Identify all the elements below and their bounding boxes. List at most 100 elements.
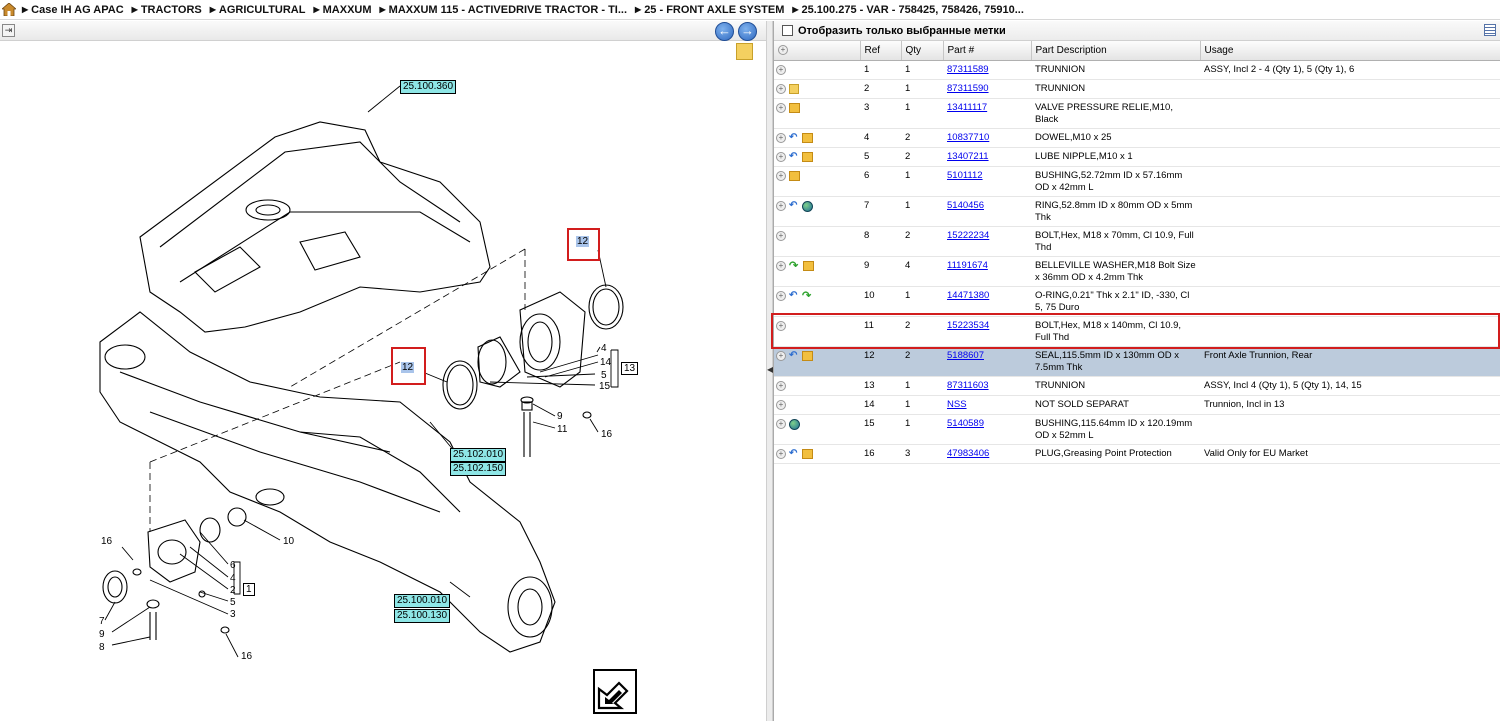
package-icon[interactable]: [803, 260, 814, 271]
callout-number[interactable]: 10: [283, 536, 295, 547]
diagram-link-label[interactable]: 25.102.150: [450, 462, 507, 476]
replacement-arrow-icon[interactable]: ↶: [789, 150, 798, 162]
expand-icon[interactable]: +: [778, 44, 788, 55]
diagram-link-label[interactable]: 25.100.130: [394, 609, 451, 623]
replacement-arrow-icon[interactable]: ↶: [789, 199, 798, 211]
callout-number[interactable]: 5: [601, 370, 607, 381]
expand-icon[interactable]: +: [776, 260, 786, 271]
callout-number[interactable]: 9: [557, 411, 563, 422]
package-icon[interactable]: [802, 132, 813, 143]
callout-number[interactable]: 3: [230, 609, 236, 620]
replacement-arrow-icon[interactable]: ↶: [789, 131, 798, 143]
replacement-arrow-icon[interactable]: ↶: [789, 447, 798, 459]
breadcrumb-item[interactable]: ▶MAXXUM 115 - ACTIVEDRIVE TRACTOR - TI..…: [379, 3, 628, 16]
home-icon[interactable]: [2, 3, 16, 16]
breadcrumb-item[interactable]: ▶AGRICULTURAL: [209, 3, 306, 16]
part-number-link[interactable]: 13411117: [947, 101, 988, 113]
grid-settings-icon[interactable]: [1484, 24, 1496, 36]
package-icon[interactable]: [789, 170, 800, 181]
callout-number[interactable]: 9: [99, 629, 105, 640]
diagram-link-label[interactable]: 25.100.360: [400, 80, 457, 94]
column-header-qty[interactable]: Qty: [901, 41, 944, 61]
part-number-link[interactable]: 5140589: [947, 417, 984, 429]
expand-icon[interactable]: +: [776, 64, 786, 75]
forward-arrow-icon[interactable]: ↷: [789, 259, 799, 272]
callout-number[interactable]: 1: [243, 583, 255, 596]
part-number-link[interactable]: 10837710: [947, 131, 990, 143]
expand-icon[interactable]: +: [776, 170, 786, 181]
replacement-arrow-icon[interactable]: ↶: [789, 349, 798, 361]
part-number-link[interactable]: 47983406: [947, 447, 990, 459]
callout-number[interactable]: 15: [599, 381, 611, 392]
part-number-link[interactable]: NSS: [947, 398, 967, 410]
part-number-link[interactable]: 13407211: [947, 150, 989, 162]
callout-number[interactable]: 7: [99, 616, 105, 627]
replacement-arrow-icon[interactable]: ↶: [789, 289, 798, 301]
callout-number[interactable]: 11: [557, 424, 568, 435]
expand-icon[interactable]: +: [776, 132, 786, 143]
expand-icon[interactable]: +: [776, 102, 786, 113]
part-number-link[interactable]: 5101112: [947, 169, 983, 181]
breadcrumb-item[interactable]: ▶25.100.275 - VAR - 758425, 758426, 7591…: [792, 3, 1024, 16]
callout-number[interactable]: 13: [621, 362, 639, 375]
breadcrumb-item[interactable]: ▶MAXXUM: [313, 3, 372, 16]
package-icon[interactable]: [789, 102, 800, 113]
expand-icon[interactable]: +: [776, 380, 786, 391]
expand-icon[interactable]: +: [776, 230, 786, 241]
forward-arrow-icon[interactable]: ↷: [802, 289, 812, 302]
expand-icon[interactable]: +: [776, 350, 786, 361]
part-number-link[interactable]: 5188607: [947, 349, 984, 361]
callout-number[interactable]: 5: [230, 597, 236, 608]
expand-icon[interactable]: +: [776, 399, 786, 410]
callout-number[interactable]: 6: [230, 560, 236, 571]
part-number-link[interactable]: 5140456: [947, 199, 984, 211]
breadcrumb-item[interactable]: ▶25 - FRONT AXLE SYSTEM: [635, 3, 785, 16]
part-number-link[interactable]: 14471380: [947, 289, 990, 301]
expand-icon[interactable]: +: [776, 151, 786, 162]
diagram-link-label[interactable]: 25.102.010: [450, 448, 507, 462]
next-page-button[interactable]: →: [738, 22, 757, 41]
collapse-arrow-icon[interactable]: ◀: [767, 365, 774, 374]
breadcrumb-item[interactable]: ▶TRACTORS: [131, 3, 202, 16]
part-number-link[interactable]: 11191674: [947, 259, 988, 271]
package-icon[interactable]: [802, 151, 813, 162]
previous-page-button[interactable]: ←: [715, 22, 734, 41]
callout-number[interactable]: 16: [241, 651, 253, 662]
part-number-link[interactable]: 15222234: [947, 229, 990, 241]
callout-number[interactable]: 14: [600, 357, 612, 368]
package-icon[interactable]: [802, 448, 813, 459]
expand-icon[interactable]: +: [776, 418, 786, 429]
column-header-ref[interactable]: Ref: [860, 41, 902, 61]
callout-number[interactable]: 4: [601, 343, 607, 354]
part-number-link[interactable]: 15223534: [947, 319, 990, 331]
part-number-link[interactable]: 87311603: [947, 379, 989, 391]
diagram-link-label[interactable]: 25.100.010: [394, 594, 451, 608]
part-number-link[interactable]: 87311589: [947, 63, 989, 75]
callout-number[interactable]: 12: [401, 362, 415, 373]
callout-number[interactable]: 12: [576, 236, 590, 247]
globe-icon[interactable]: [789, 418, 800, 430]
parts-diagram[interactable]: 25.100.360 25.102.010 25.102.150 25.100.…: [0, 42, 766, 721]
expand-all-header[interactable]: +: [774, 41, 861, 61]
expand-icon[interactable]: +: [776, 200, 786, 211]
breadcrumb-item[interactable]: ▶Case IH AG APAC: [22, 3, 124, 16]
globe-icon[interactable]: [802, 200, 813, 212]
note-icon[interactable]: [736, 43, 753, 60]
note-icon[interactable]: [789, 83, 799, 94]
